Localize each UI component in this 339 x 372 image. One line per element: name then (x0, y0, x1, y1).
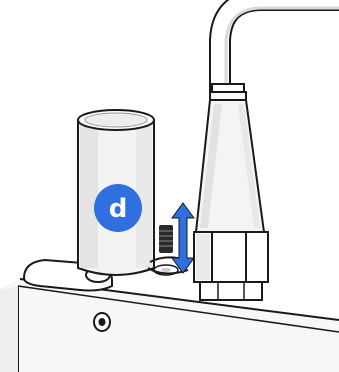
front-screw-icon (94, 313, 110, 331)
device-base (0, 279, 339, 372)
cable-connector (194, 0, 339, 300)
step-badge: d (94, 184, 142, 232)
set-screw-icon (154, 225, 178, 275)
up-down-arrow-icon (172, 203, 194, 273)
step-label: d (109, 194, 128, 224)
